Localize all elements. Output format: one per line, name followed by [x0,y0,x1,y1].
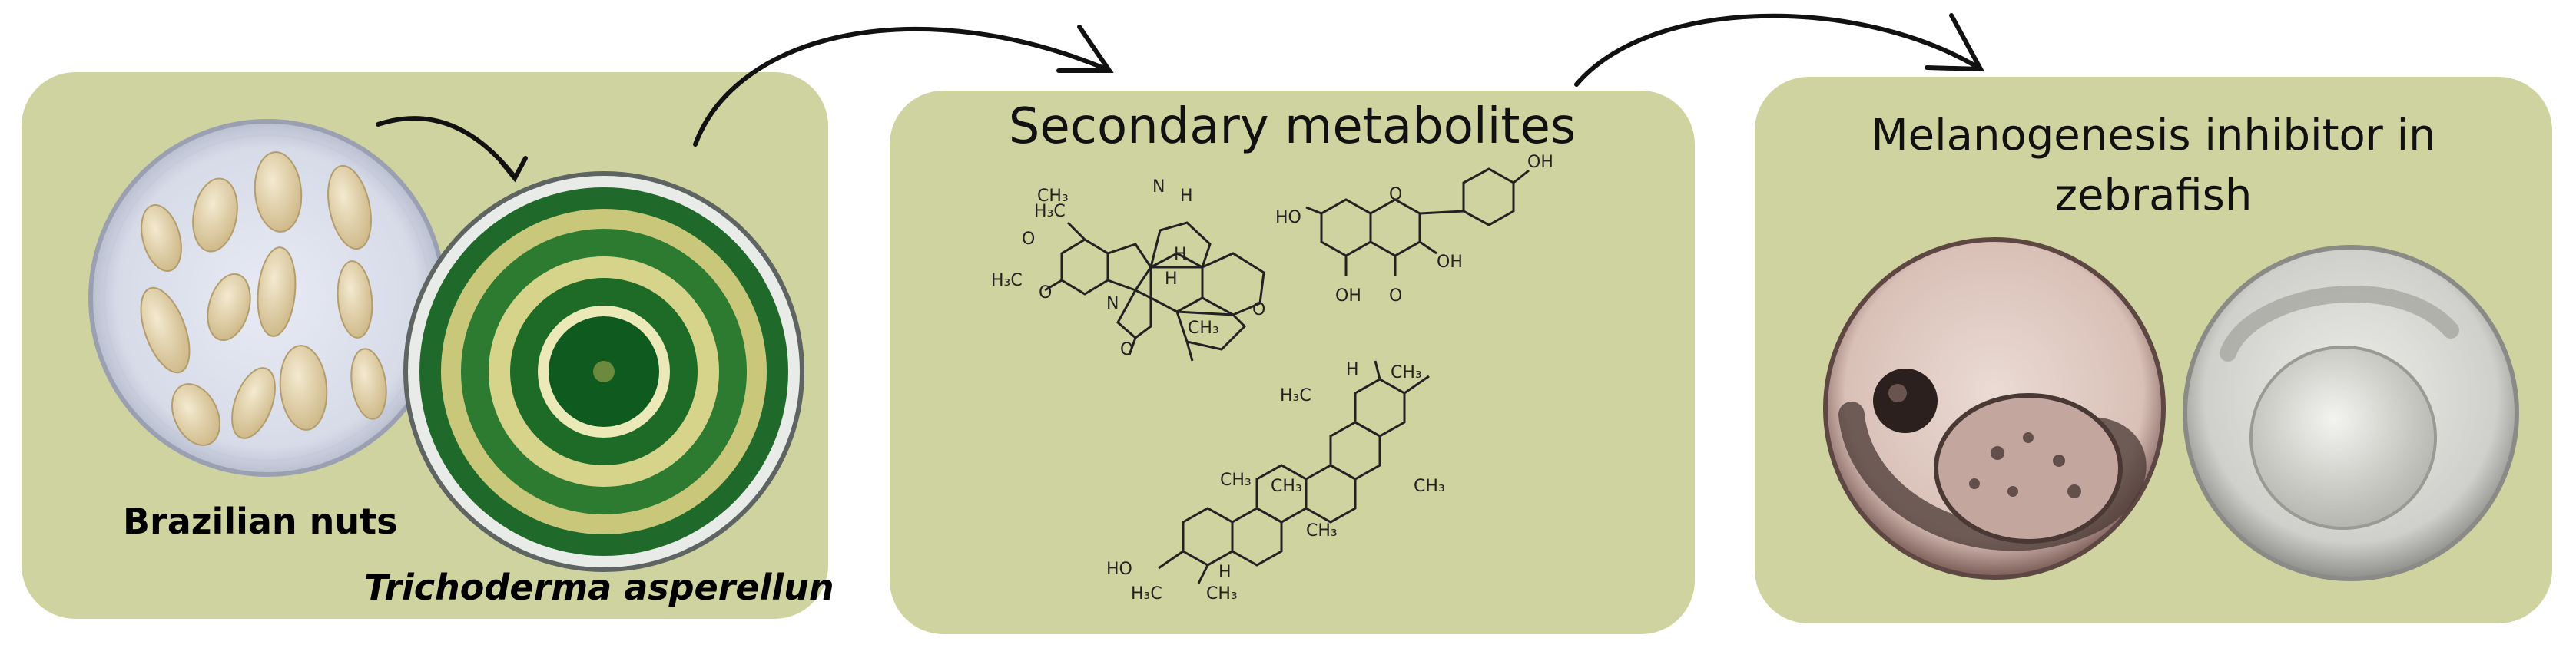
zebrafish-embryo-treated [2183,245,2519,581]
petri-dish-nuts [88,119,446,477]
atom-label: O [1039,283,1052,303]
atom-label: HO [1106,560,1132,579]
atom-label: OH [1335,286,1361,306]
atom-label: CH₃ [1306,521,1338,541]
label-trichoderma: Trichoderma asperellun [364,567,834,608]
atom-label: H [1218,563,1232,582]
zebrafish-embryo-control [1823,237,2166,580]
atom-label: H [1174,245,1187,264]
flavonoid-atom-labels: OH HO OH OH O O [1275,153,1553,306]
atom-label: N [1106,294,1119,313]
atom-label: O [1252,300,1265,319]
atom-label: N [1152,177,1165,197]
atom-label: CH₃ [1206,584,1238,603]
atom-label: H [1165,269,1178,289]
flow-arrows [376,13,1985,183]
atom-label: CH₃ [1188,319,1219,338]
atom-label: H₃C [991,271,1023,290]
atom-label: H [1346,360,1359,379]
atom-label: CH₃ [1414,477,1445,496]
atom-label: H [1180,187,1193,206]
atom-label: H₃C [1034,202,1066,221]
title-line-2: zebrafish [2054,170,2253,220]
structure-flavonoid [1305,167,1530,276]
trichoderma-culture-plate [403,171,804,572]
atom-label: CH₃ [1037,187,1069,206]
atom-label: O [1022,230,1035,249]
atom-label: CH₃ [1271,477,1302,496]
triterpene-atom-labels: H₃C H CH₃ CH₃ CH₃ CH₃ CH₃ HO H H₃C CH₃ [1106,360,1445,603]
atom-label: CH₃ [1391,363,1422,382]
alkaloid-atom-labels: H₃C O CH₃ H₃C O N N H H H O O CH₃ [991,177,1265,359]
atom-label: O [1120,340,1133,359]
label-brazilian-nuts: Brazilian nuts [123,501,398,542]
atom-label: O [1389,185,1402,204]
panel-secondary-metabolites [890,91,1695,634]
title-line-1: Melanogenesis inhibitor in [1871,111,2436,160]
atom-label: HO [1275,208,1301,227]
structure-alkaloid [1044,221,1265,362]
atom-label: OH [1437,253,1463,272]
atom-label: CH₃ [1220,471,1252,490]
structure-triterpene [1158,360,1430,584]
title-melanogenesis: Melanogenesis inhibitor in zebrafish [1755,106,2552,226]
atom-label: H₃C [1280,386,1311,405]
atom-label: O [1389,286,1402,306]
atom-label: H₃C [1131,584,1162,603]
atom-label: OH [1527,153,1553,172]
title-secondary-metabolites: Secondary metabolites [1008,98,1576,155]
